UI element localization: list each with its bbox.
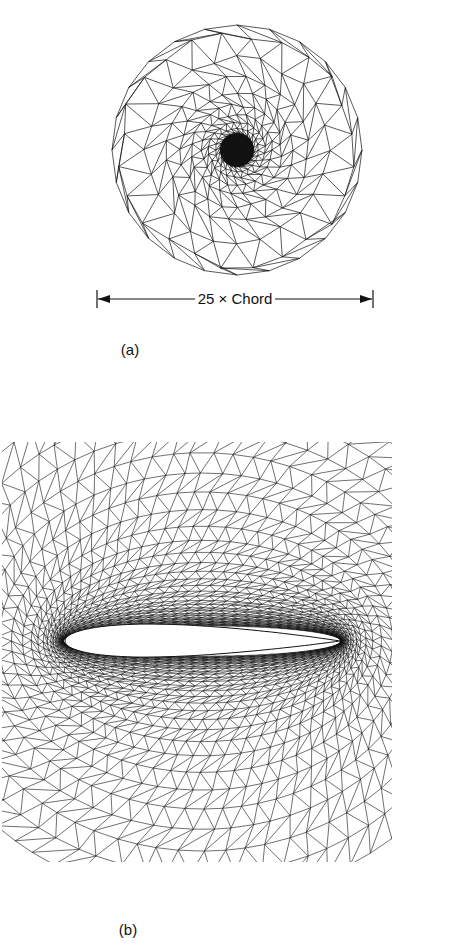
mesh-lines [2, 442, 392, 862]
dimension-label: 25 × Chord [195, 290, 276, 308]
airfoil-mesh [2, 442, 392, 862]
circular-mesh [112, 25, 362, 275]
dimension-line [97, 290, 373, 308]
mesh-lines [112, 25, 362, 275]
panel-label: (a) [118, 341, 142, 359]
dense-core [220, 133, 254, 167]
airfoil-shape [65, 624, 340, 657]
panel-label: (b) [116, 921, 140, 939]
